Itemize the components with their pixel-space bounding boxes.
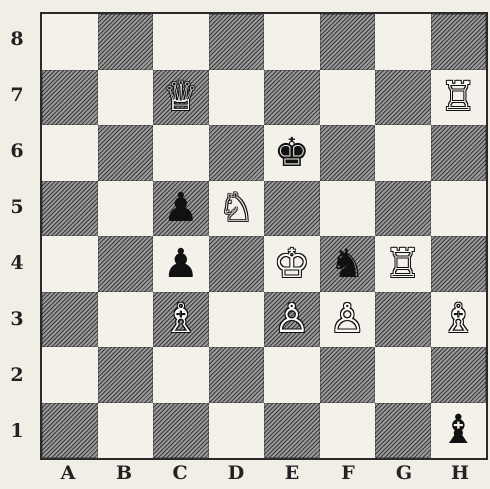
square-a6[interactable] [42, 125, 98, 181]
file-label-d: D [208, 462, 264, 484]
square-f7[interactable] [320, 70, 376, 126]
white-rook-piece[interactable]: ♖ [431, 70, 487, 126]
square-a4[interactable] [42, 236, 98, 292]
square-e1[interactable] [264, 403, 320, 459]
rank-label-5: 5 [6, 196, 28, 218]
file-label-h: H [432, 462, 488, 484]
square-h2[interactable] [431, 347, 487, 403]
square-a8[interactable] [42, 14, 98, 70]
rank-label-3: 3 [6, 308, 28, 330]
file-label-f: F [320, 462, 376, 484]
square-b1[interactable] [98, 403, 154, 459]
square-a5[interactable] [42, 181, 98, 237]
square-e3[interactable]: ♙ [264, 292, 320, 348]
square-e7[interactable] [264, 70, 320, 126]
rank-label-8: 8 [6, 28, 28, 50]
square-d7[interactable] [209, 70, 265, 126]
black-pawn-piece[interactable]: ♟ [153, 236, 209, 292]
square-h5[interactable] [431, 181, 487, 237]
square-g1[interactable] [375, 403, 431, 459]
square-f6[interactable] [320, 125, 376, 181]
rank-label-1: 1 [6, 420, 28, 442]
square-c6[interactable] [153, 125, 209, 181]
square-b2[interactable] [98, 347, 154, 403]
black-knight-piece[interactable]: ♞ [320, 236, 376, 292]
square-h1[interactable]: ♝ [431, 403, 487, 459]
square-e5[interactable] [264, 181, 320, 237]
square-d1[interactable] [209, 403, 265, 459]
square-f5[interactable] [320, 181, 376, 237]
file-label-c: C [152, 462, 208, 484]
white-knight-piece[interactable]: ♘ [209, 181, 265, 237]
square-e4[interactable]: ♔ [264, 236, 320, 292]
square-g5[interactable] [375, 181, 431, 237]
square-f8[interactable] [320, 14, 376, 70]
black-bishop-piece[interactable]: ♝ [431, 403, 487, 459]
square-c4[interactable]: ♟ [153, 236, 209, 292]
white-pawn-piece[interactable]: ♙ [264, 292, 320, 348]
square-b5[interactable] [98, 181, 154, 237]
square-c8[interactable] [153, 14, 209, 70]
square-g3[interactable] [375, 292, 431, 348]
square-f2[interactable] [320, 347, 376, 403]
square-g4[interactable]: ♖ [375, 236, 431, 292]
square-f4[interactable]: ♞ [320, 236, 376, 292]
black-pawn-piece[interactable]: ♟ [153, 181, 209, 237]
square-g8[interactable] [375, 14, 431, 70]
square-b7[interactable] [98, 70, 154, 126]
file-label-a: A [40, 462, 96, 484]
square-c5[interactable]: ♟ [153, 181, 209, 237]
square-h4[interactable] [431, 236, 487, 292]
square-d2[interactable] [209, 347, 265, 403]
square-e2[interactable] [264, 347, 320, 403]
square-f1[interactable] [320, 403, 376, 459]
square-d6[interactable] [209, 125, 265, 181]
square-a2[interactable] [42, 347, 98, 403]
square-c3[interactable]: ♗ [153, 292, 209, 348]
rank-label-2: 2 [6, 364, 28, 386]
white-bishop-piece[interactable]: ♗ [431, 292, 487, 348]
chess-board: ♕♖♚♟♘♟♔♞♖♗♙♙♗♝ [40, 12, 488, 460]
square-b3[interactable] [98, 292, 154, 348]
square-b4[interactable] [98, 236, 154, 292]
square-a3[interactable] [42, 292, 98, 348]
rank-label-4: 4 [6, 252, 28, 274]
file-label-e: E [264, 462, 320, 484]
square-c2[interactable] [153, 347, 209, 403]
white-pawn-piece[interactable]: ♙ [320, 292, 376, 348]
square-g6[interactable] [375, 125, 431, 181]
square-g7[interactable] [375, 70, 431, 126]
square-h7[interactable]: ♖ [431, 70, 487, 126]
rank-label-6: 6 [6, 140, 28, 162]
square-e6[interactable]: ♚ [264, 125, 320, 181]
black-king-piece[interactable]: ♚ [264, 125, 320, 181]
white-bishop-piece[interactable]: ♗ [153, 292, 209, 348]
square-e8[interactable] [264, 14, 320, 70]
square-a7[interactable] [42, 70, 98, 126]
square-a1[interactable] [42, 403, 98, 459]
square-d5[interactable]: ♘ [209, 181, 265, 237]
file-label-b: B [96, 462, 152, 484]
square-f3[interactable]: ♙ [320, 292, 376, 348]
square-c7[interactable]: ♕ [153, 70, 209, 126]
file-label-g: G [376, 462, 432, 484]
square-h8[interactable] [431, 14, 487, 70]
square-b8[interactable] [98, 14, 154, 70]
square-b6[interactable] [98, 125, 154, 181]
white-queen-piece[interactable]: ♕ [153, 70, 209, 126]
square-d8[interactable] [209, 14, 265, 70]
square-h3[interactable]: ♗ [431, 292, 487, 348]
square-g2[interactable] [375, 347, 431, 403]
square-h6[interactable] [431, 125, 487, 181]
white-king-piece[interactable]: ♔ [264, 236, 320, 292]
white-rook-piece[interactable]: ♖ [375, 236, 431, 292]
square-d4[interactable] [209, 236, 265, 292]
rank-label-7: 7 [6, 84, 28, 106]
square-d3[interactable] [209, 292, 265, 348]
square-c1[interactable] [153, 403, 209, 459]
